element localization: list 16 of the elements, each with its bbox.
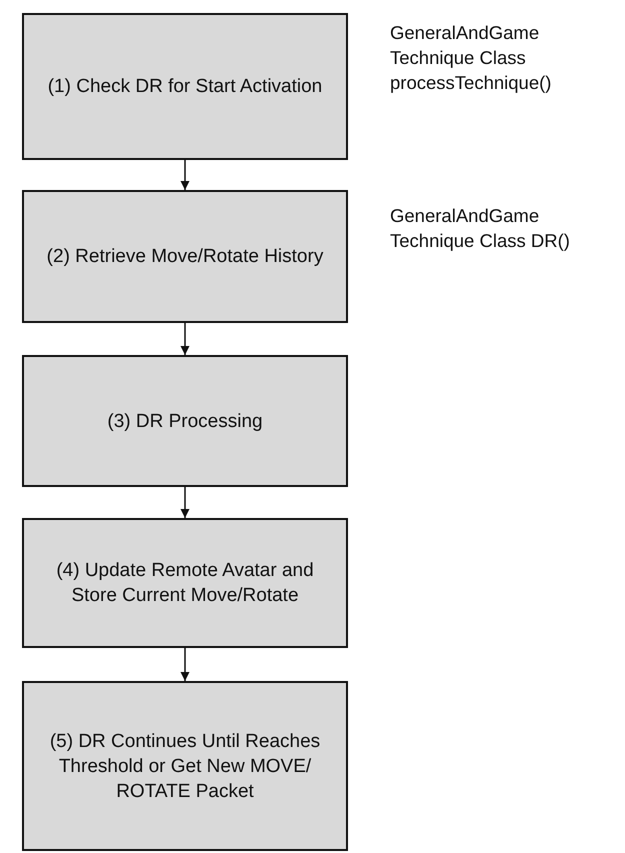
process-box bbox=[22, 355, 348, 487]
step-label: (1) Check DR for Start Activation bbox=[46, 75, 324, 99]
process-box bbox=[22, 518, 348, 648]
step-label: (4) Update Remote Avatar and Store Current Move/Rotate bbox=[55, 559, 315, 608]
step-label: (2) Retrieve Move/Rotate History bbox=[46, 245, 324, 269]
step-label: (5) DR Continues Until Reaches Threshold or Get New MOVE/ ROTATE Packet bbox=[48, 730, 322, 804]
process-box bbox=[22, 681, 348, 851]
step-label: (3) DR Processing bbox=[106, 410, 264, 434]
process-box bbox=[22, 13, 348, 160]
arrow bbox=[180, 323, 190, 355]
arrow bbox=[180, 648, 190, 681]
class-method-note: GeneralAndGame Technique Class processTechnique() bbox=[390, 21, 552, 95]
arrow bbox=[180, 160, 190, 190]
arrow bbox=[180, 487, 190, 518]
class-method-note: GeneralAndGame Technique Class DR() bbox=[390, 204, 570, 253]
process-box bbox=[22, 190, 348, 323]
